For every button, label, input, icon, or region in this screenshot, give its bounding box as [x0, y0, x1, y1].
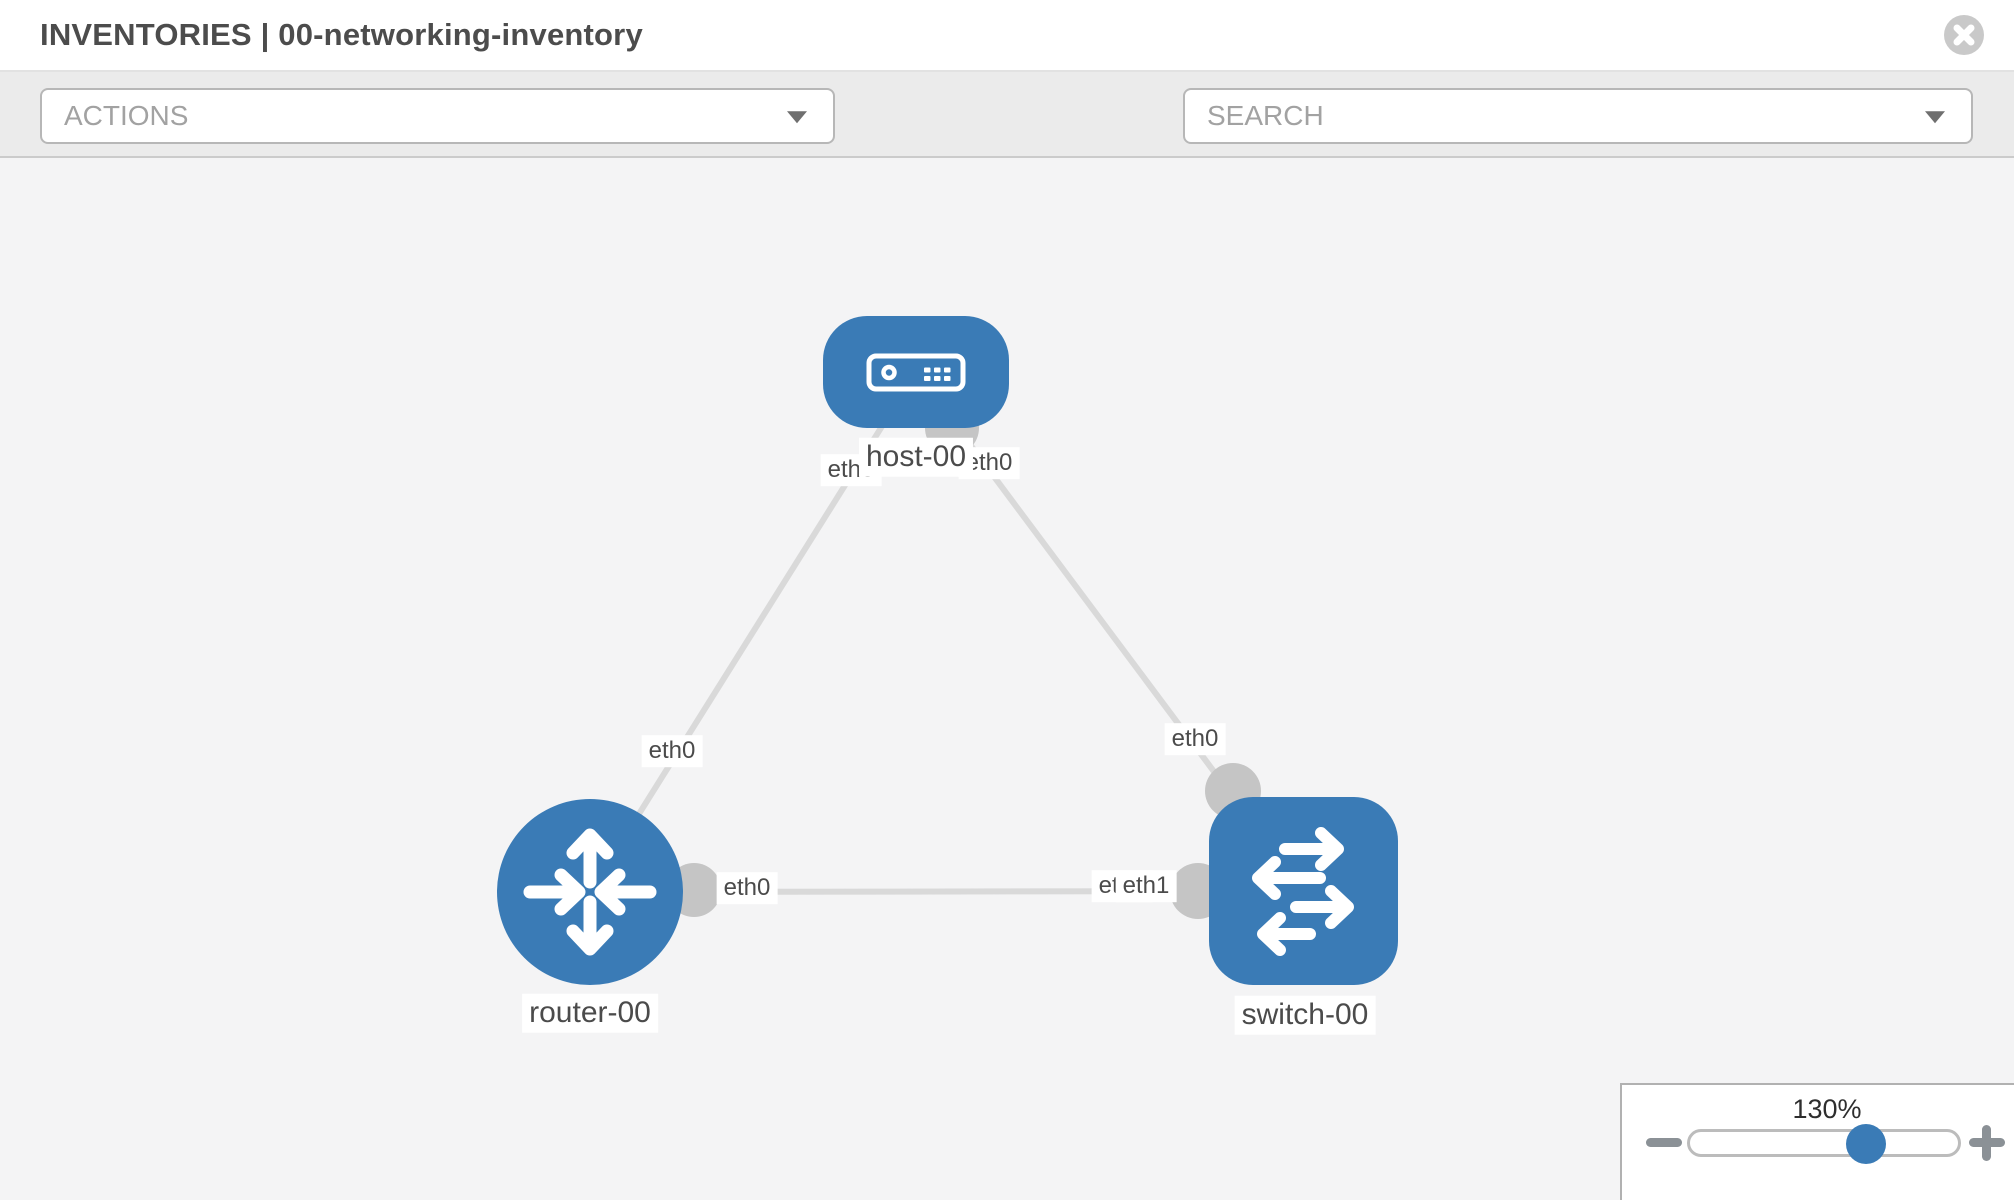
chevron-down-icon: [1925, 111, 1945, 124]
router-icon: [523, 828, 657, 956]
zoom-out-button[interactable]: [1646, 1138, 1682, 1147]
search-dropdown[interactable]: SEARCH: [1183, 88, 1973, 144]
zoom-in-button[interactable]: [1969, 1125, 2005, 1161]
interface-label: eth0: [641, 735, 703, 767]
zoom-percentage: 130%: [1792, 1094, 1862, 1124]
node-host-00[interactable]: [823, 316, 1009, 428]
topology-canvas[interactable]: [0, 158, 2014, 1200]
page-header: INVENTORIES | 00-networking-inventory: [0, 0, 2014, 72]
zoom-slider-track[interactable]: [1687, 1129, 1961, 1157]
interface-label: eth1: [1115, 870, 1177, 902]
actions-dropdown[interactable]: ACTIONS: [40, 88, 835, 144]
search-placeholder: SEARCH: [1207, 100, 1324, 131]
interface-label: eth0: [716, 872, 778, 904]
toolbar: ACTIONS SEARC: [0, 72, 2014, 209]
switch-icon: [1252, 827, 1354, 956]
close-button[interactable]: [1944, 15, 1984, 55]
chevron-down-icon: [787, 111, 807, 124]
page-title: INVENTORIES | 00-networking-inventory: [40, 17, 643, 52]
node-switch-00[interactable]: [1209, 797, 1398, 985]
zoom-slider-handle[interactable]: [1846, 1124, 1886, 1164]
close-icon: [1953, 24, 1975, 46]
actions-dropdown-label: ACTIONS: [64, 100, 189, 131]
interface-label: eth0: [1164, 723, 1226, 755]
node-label-router: router-00: [522, 993, 658, 1033]
node-label-host: host-00: [858, 437, 974, 477]
node-router-00[interactable]: [497, 799, 683, 985]
node-label-switch: switch-00: [1234, 995, 1376, 1035]
zoom-control-panel: 130%: [1620, 1083, 2014, 1200]
plus-icon: [1982, 1125, 1991, 1161]
host-icon: [866, 353, 966, 392]
